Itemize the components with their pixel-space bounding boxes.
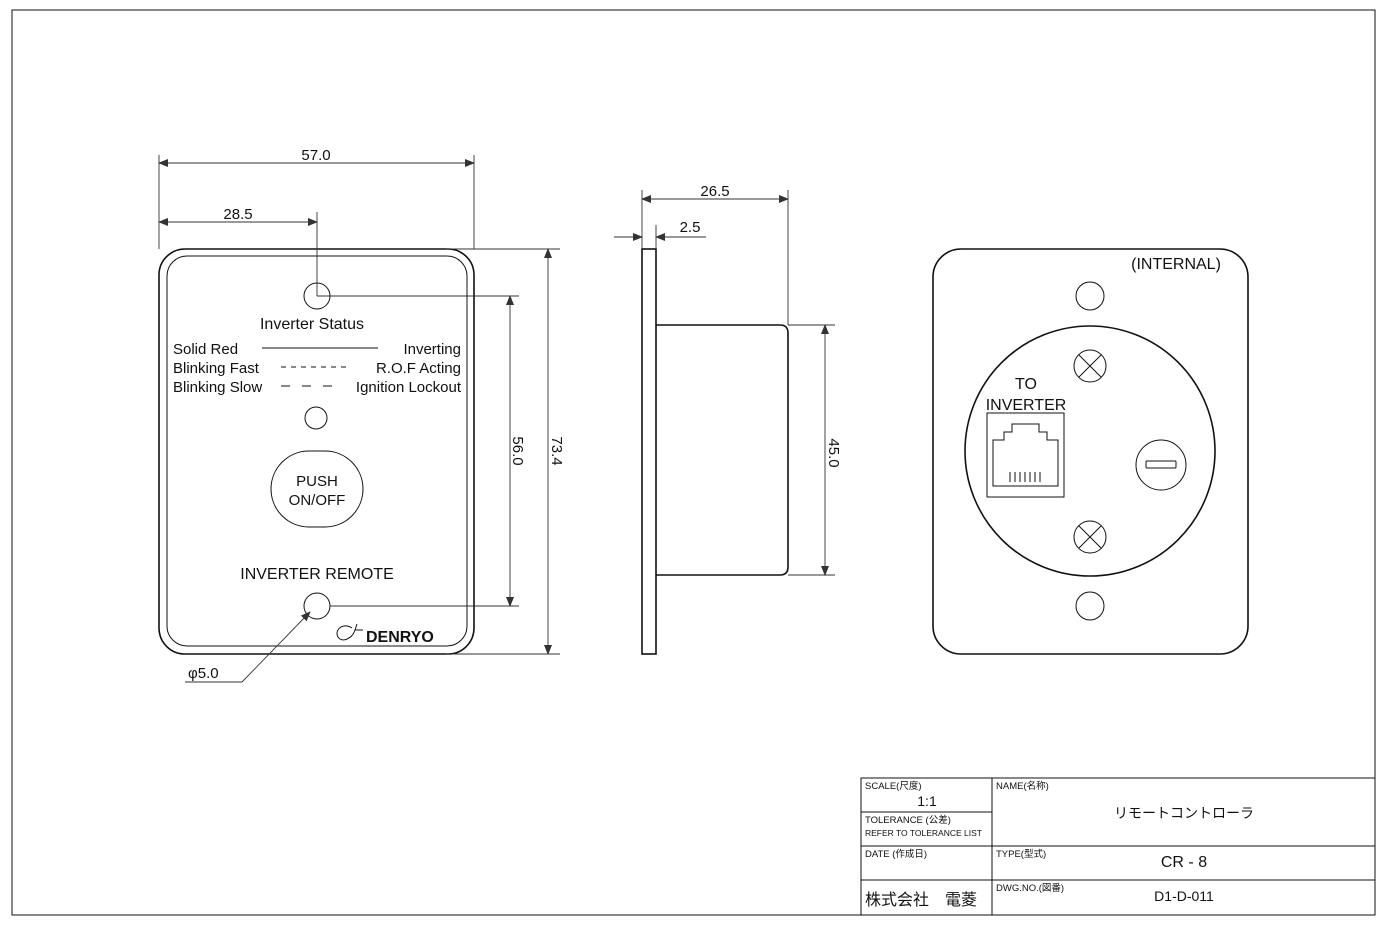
date-label: DATE (作成日) [865, 848, 927, 860]
screw-icon [1073, 520, 1107, 554]
panel-label: INVERTER REMOTE [240, 566, 394, 583]
dim-led-text: 56.0 [509, 436, 526, 465]
rj-jack-icon [986, 412, 1065, 498]
button-label-onoff: ON/OFF [289, 492, 346, 509]
sheet-border [11, 9, 1376, 916]
scale-label: SCALE(尺度) [865, 780, 921, 792]
legend-right-1: Inverting [403, 341, 461, 358]
bottom-mounting-hole [303, 592, 331, 620]
company-name: 株式会社 電菱 [865, 891, 977, 909]
rear-view: (INTERNAL) TO INVERTER [932, 248, 1249, 655]
internal-label: (INTERNAL) [1131, 256, 1221, 273]
port-label-inverter: INVERTER [986, 397, 1067, 414]
tolerance-value: REFER TO TOLERANCE LIST [865, 828, 982, 838]
dim-body-text: 45.0 [825, 438, 842, 467]
front-view: Inverter Status Solid Red Inverting Blin… [158, 147, 565, 683]
type-value: CR - 8 [1161, 854, 1207, 871]
legend-right-2: R.O.F Acting [376, 360, 461, 377]
slot-icon [1145, 460, 1177, 469]
dim-plate-text: 2.5 [680, 219, 701, 236]
jack-outer [986, 412, 1065, 498]
screw-icon [1073, 349, 1107, 383]
name-label: NAME(名称) [996, 780, 1049, 792]
legend-right-3: Ignition Lockout [356, 379, 462, 396]
rear-bottom-hole [1075, 591, 1105, 621]
denryo-logo: DENRYO [336, 623, 434, 646]
port-label-to: TO [1015, 376, 1037, 393]
tolerance-label: TOLERANCE (公差) [865, 814, 951, 826]
slot-screw-icon [1135, 439, 1187, 491]
rear-panel [932, 248, 1249, 655]
dwg-value: D1-D-011 [1154, 888, 1214, 904]
dim-height-text: 73.4 [548, 436, 565, 465]
push-onoff-button [270, 450, 364, 528]
legend-left-2: Blinking Fast [173, 360, 260, 377]
screw-cross [1078, 354, 1102, 378]
scale-value: 1:1 [917, 793, 937, 809]
side-body [656, 324, 789, 576]
dim-hole-text: φ5.0 [188, 665, 219, 682]
hole-leader [241, 611, 311, 683]
rear-body-circle [964, 325, 1216, 577]
screw-top [1073, 349, 1107, 383]
jack-pins [1009, 472, 1041, 482]
screw-cross [1078, 525, 1102, 549]
slot-screw [1135, 439, 1187, 491]
logo-mark [336, 623, 363, 641]
dwg-label: DWG.NO.(図番) [996, 882, 1064, 894]
dim-depth-text: 26.5 [700, 183, 729, 200]
side-view: 26.5 2.5 45.0 [614, 183, 842, 655]
type-label: TYPE(型式) [996, 848, 1046, 860]
jack-socket [992, 423, 1059, 487]
legend-left-3: Blinking Slow [173, 379, 262, 396]
dim-half-width-text: 28.5 [223, 206, 252, 223]
legend-left-1: Solid Red [173, 341, 238, 358]
button-label-push: PUSH [296, 473, 338, 490]
status-title: Inverter Status [260, 316, 364, 333]
name-value: リモートコントローラ [1114, 805, 1254, 821]
dim-width-text: 57.0 [301, 147, 330, 164]
status-led [304, 406, 328, 430]
rear-top-hole [1075, 281, 1105, 311]
screw-bottom [1073, 520, 1107, 554]
brand-text: DENRYO [366, 629, 434, 646]
title-block: SCALE(尺度) 1:1 TOLERANCE (公差) REFER TO TO… [860, 777, 1376, 916]
side-plate [641, 248, 657, 655]
front-panel-outer [158, 248, 475, 655]
